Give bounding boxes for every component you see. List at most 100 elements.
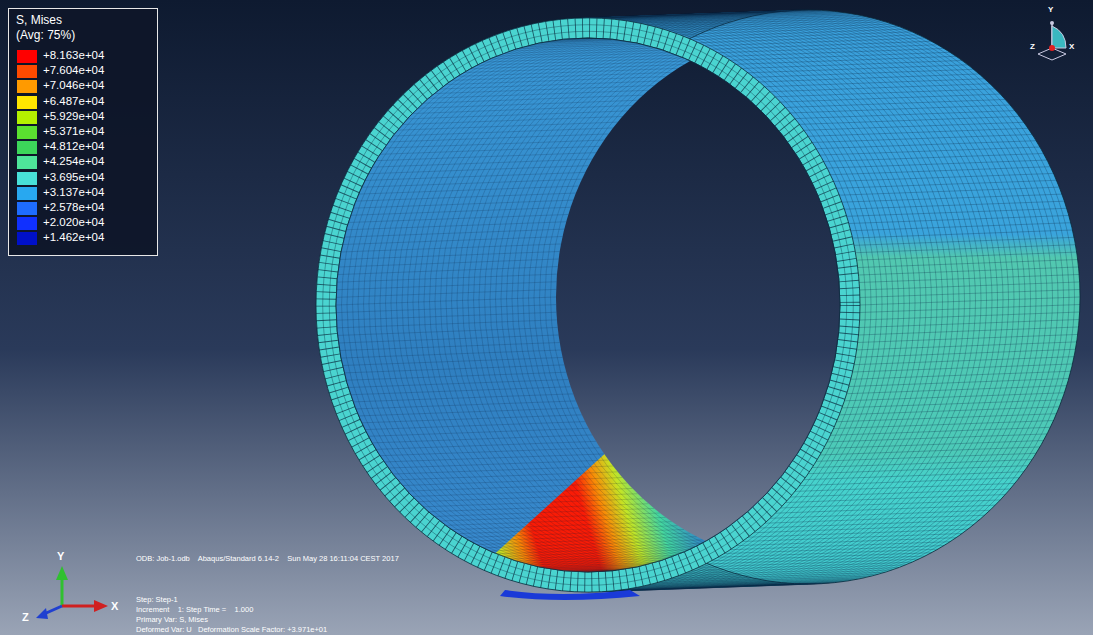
mesh-line (339, 335, 559, 343)
mesh-line (837, 335, 1057, 343)
legend-swatch (17, 50, 37, 63)
legend-swatch (17, 172, 37, 185)
mesh-line (817, 186, 1037, 194)
mesh-line (748, 65, 968, 73)
mesh-line (742, 534, 962, 542)
mesh-line (736, 81, 956, 89)
mesh-line (336, 289, 556, 297)
legend-swatch (17, 65, 37, 78)
mesh-line (812, 134, 1032, 142)
mesh-line (652, 39, 872, 47)
mesh-line (804, 159, 1024, 167)
legend-swatch (17, 187, 37, 200)
mesh-line (434, 86, 654, 94)
mesh-line (839, 187, 1059, 195)
mesh-line (800, 441, 1020, 449)
view-triad (1038, 21, 1066, 60)
axis-label: X (111, 600, 118, 612)
mesh-line (588, 30, 808, 38)
mesh-line (470, 533, 690, 541)
outer-mesh (316, 10, 1080, 592)
mesh-line (820, 193, 1040, 201)
mesh-line (376, 441, 596, 449)
mesh-line (860, 282, 1080, 290)
mesh-line (673, 46, 893, 54)
mesh-line (820, 447, 1040, 455)
mesh-line (799, 116, 1019, 124)
mesh-line (651, 18, 871, 26)
mesh-line (718, 68, 938, 76)
mesh-line (452, 72, 672, 80)
legend-value: +2.020e+04 (43, 216, 104, 229)
mesh-line (736, 538, 956, 546)
mesh-line (785, 495, 1005, 503)
inner-surface (330, 30, 1060, 635)
mesh-line (477, 537, 697, 545)
mesh-line (754, 525, 974, 533)
mesh-line (338, 267, 558, 275)
mesh-line (706, 533, 926, 541)
mesh-line (340, 251, 560, 259)
mesh-line (736, 56, 956, 64)
mesh-line (359, 186, 579, 194)
mesh-line (839, 320, 1059, 328)
mesh-line (827, 160, 1047, 168)
mesh-line (807, 428, 1027, 436)
mesh-line (552, 561, 772, 569)
mesh-line (823, 394, 1043, 402)
mesh-line (804, 122, 1024, 130)
mesh-line (652, 555, 872, 563)
legend-value: +7.046e+04 (43, 79, 104, 92)
mesh-line (859, 327, 1079, 335)
mesh-line (384, 140, 604, 148)
mesh-line (666, 551, 886, 559)
legend-swatch (17, 141, 37, 154)
mesh-line (497, 48, 717, 56)
legend-value: +5.371e+04 (43, 125, 104, 138)
mesh-line (340, 343, 560, 351)
mesh-line (348, 380, 568, 388)
mesh-line (384, 454, 604, 462)
mesh-line (351, 387, 571, 395)
mesh-line (609, 11, 829, 19)
mesh-line (860, 289, 1080, 297)
mesh-line (407, 111, 627, 119)
mesh-line (344, 229, 564, 237)
mesh-line (718, 45, 938, 53)
mesh-line (828, 214, 1048, 222)
mesh-line (359, 408, 579, 416)
mesh-line (574, 564, 794, 572)
axis-label: Z (1030, 43, 1035, 52)
mesh-line (524, 555, 744, 563)
mesh-line (645, 16, 865, 24)
mesh-line (617, 32, 837, 40)
legend-panel: +8.163e+04+7.604e+04+7.046e+04+6.487e+04… (8, 8, 158, 256)
mesh-line (446, 77, 666, 85)
mesh-line (840, 305, 1060, 313)
mesh-line (658, 20, 878, 28)
mesh-line (847, 208, 1067, 216)
mesh-line (418, 100, 638, 108)
legend-swatch (17, 217, 37, 230)
mesh-line (748, 504, 968, 512)
legend-value: +4.254e+04 (43, 155, 104, 168)
mesh-line (823, 200, 1043, 208)
mesh-line (699, 537, 919, 545)
mesh-line (759, 520, 979, 528)
mesh-line (833, 237, 1053, 245)
mesh-line (742, 508, 962, 516)
mesh-line (765, 79, 985, 87)
axis-label: X (1069, 43, 1074, 52)
mesh-line (566, 31, 786, 39)
mesh-line (754, 69, 974, 77)
mesh-line (851, 371, 1071, 379)
mesh-line (836, 251, 1056, 259)
mesh-line (353, 200, 573, 208)
mesh-line (393, 466, 613, 474)
mesh-line (631, 14, 851, 22)
mesh-line (788, 460, 1008, 468)
mesh-line (595, 10, 815, 18)
mesh-line (452, 522, 672, 530)
mesh-line (764, 106, 984, 114)
mesh-line (792, 454, 1012, 462)
